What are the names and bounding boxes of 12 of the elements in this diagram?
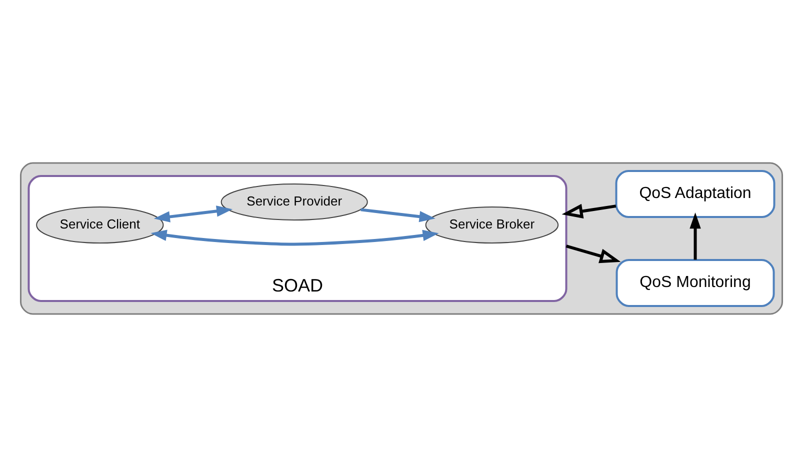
arrow	[150, 229, 439, 246]
arrow	[562, 203, 616, 218]
cluster	[20, 162, 784, 314]
node-box: QoS Adaptation	[615, 170, 776, 218]
arrow	[154, 205, 233, 222]
arrow	[360, 208, 436, 222]
node-ellipse: Service Client	[36, 206, 164, 243]
arrow	[690, 212, 701, 260]
node-ellipse: Service Provider	[220, 183, 368, 220]
node-box: QoS Monitoring	[616, 258, 775, 306]
arrow	[566, 244, 621, 263]
node-ellipse: Service Broker	[425, 206, 559, 243]
